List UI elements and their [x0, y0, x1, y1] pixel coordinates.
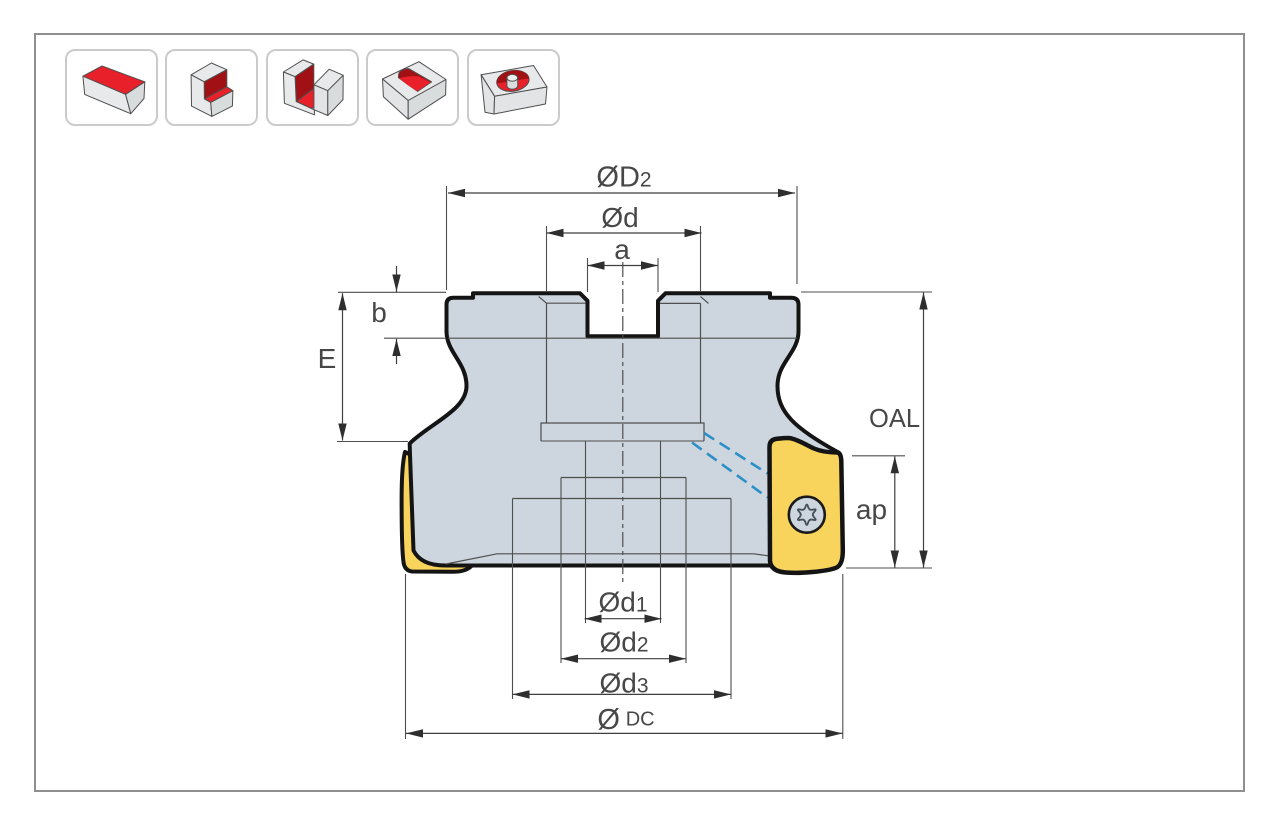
- svg-text:b: b: [371, 297, 387, 328]
- svg-text:ØD2: ØD2: [596, 162, 651, 194]
- svg-text:a: a: [614, 234, 630, 265]
- svg-text:Ød: Ød: [601, 202, 638, 233]
- svg-text:Ød1: Ød1: [598, 587, 647, 618]
- svg-text:E: E: [318, 343, 337, 374]
- svg-text:ap: ap: [856, 494, 887, 525]
- svg-text:Ød2: Ød2: [599, 627, 648, 658]
- svg-text:Ød3: Ød3: [599, 668, 648, 699]
- svg-text:OAL: OAL: [869, 405, 920, 433]
- svg-text:Ø DC: Ø DC: [597, 704, 654, 736]
